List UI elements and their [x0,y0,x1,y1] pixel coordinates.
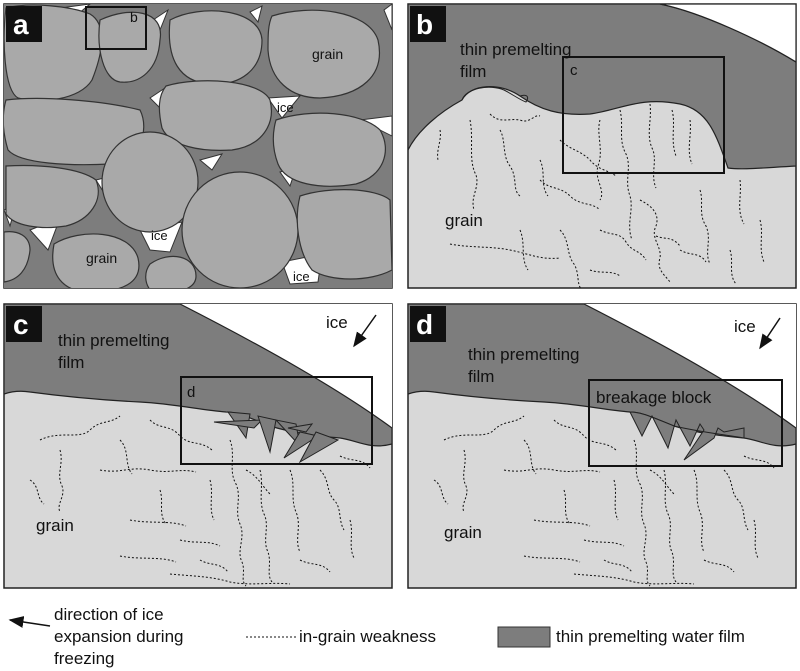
panel-d-film-label-1: thin premelting [468,345,580,364]
legend-weakness-label: in-grain weakness [299,627,436,646]
grains [4,4,392,288]
panel-c-letter-box [6,306,42,342]
panel-c-grain-label: grain [36,516,74,535]
ice-label-a1: ice [277,100,294,115]
panel-c-inset-label: d [187,384,195,401]
panel-a-inset-box [85,6,147,50]
ice-region-c [180,304,392,428]
panel-c: d thin premelting film grain ice c [3,303,393,589]
panel-d-grain-label: grain [444,523,482,542]
panel-c-ice-label: ice [326,313,348,332]
panel-c-letter: c [13,309,29,340]
breakage-block [629,411,745,461]
panel-d-inset-label: breakage block [596,388,712,407]
legend-arrow-icon [8,616,51,628]
panel-c-inset-box [180,376,373,465]
panel-b: c thin premelting film grain b [407,3,797,289]
panel-a-inset-label: b [130,9,138,25]
grain-label-a1: grain [312,46,343,62]
panel-a: b grain grain ice ice ice a [3,3,393,289]
legend-film-swatch [497,626,551,648]
panel-a-letter-box [6,6,42,42]
cracks-c [213,411,340,464]
legend: direction of ice expansion during freezi… [8,605,745,668]
panel-b-inset-box [562,56,725,174]
film-top-white [659,4,796,63]
grain-label-a2: grain [86,250,117,266]
legend-arrow-label-2: expansion during [54,627,183,646]
panel-d-inset-box [588,379,783,467]
panel-c-film-label-2: film [58,353,84,372]
panel-d-letter: d [416,309,433,340]
panel-d-ice-arrow [759,317,781,350]
legend-film-label: thin premelting water film [556,627,745,646]
panel-c-film-label-1: thin premelting [58,331,170,350]
panel-d-ice-label: ice [734,317,756,336]
panel-d-letter-box [410,306,446,342]
weakness-lines-c [29,415,371,587]
ice-region-d [584,304,796,428]
legend-arrow-label-3: freezing [54,649,114,668]
panel-b-inset-label: c [570,62,578,79]
panel-b-letter: b [416,9,433,40]
panel-b-letter-box [410,6,446,42]
panel-d-film-label-2: film [468,367,494,386]
legend-arrow-label-1: direction of ice [54,605,164,624]
panel-b-grain-label: grain [445,211,483,230]
grain-bump-b [461,86,529,103]
panel-d: breakage block thin premelting film grai… [407,303,797,589]
weakness-lines-b [437,103,765,288]
ice-label-a3: ice [293,269,310,284]
panel-b-film-label-1: thin premelting [460,40,572,59]
panel-b-film-label-2: film [460,62,486,81]
panel-c-ice-arrow [353,314,377,348]
weakness-lines-d [433,415,775,587]
panel-a-letter: a [13,9,29,40]
ice-label-a2: ice [151,228,168,243]
